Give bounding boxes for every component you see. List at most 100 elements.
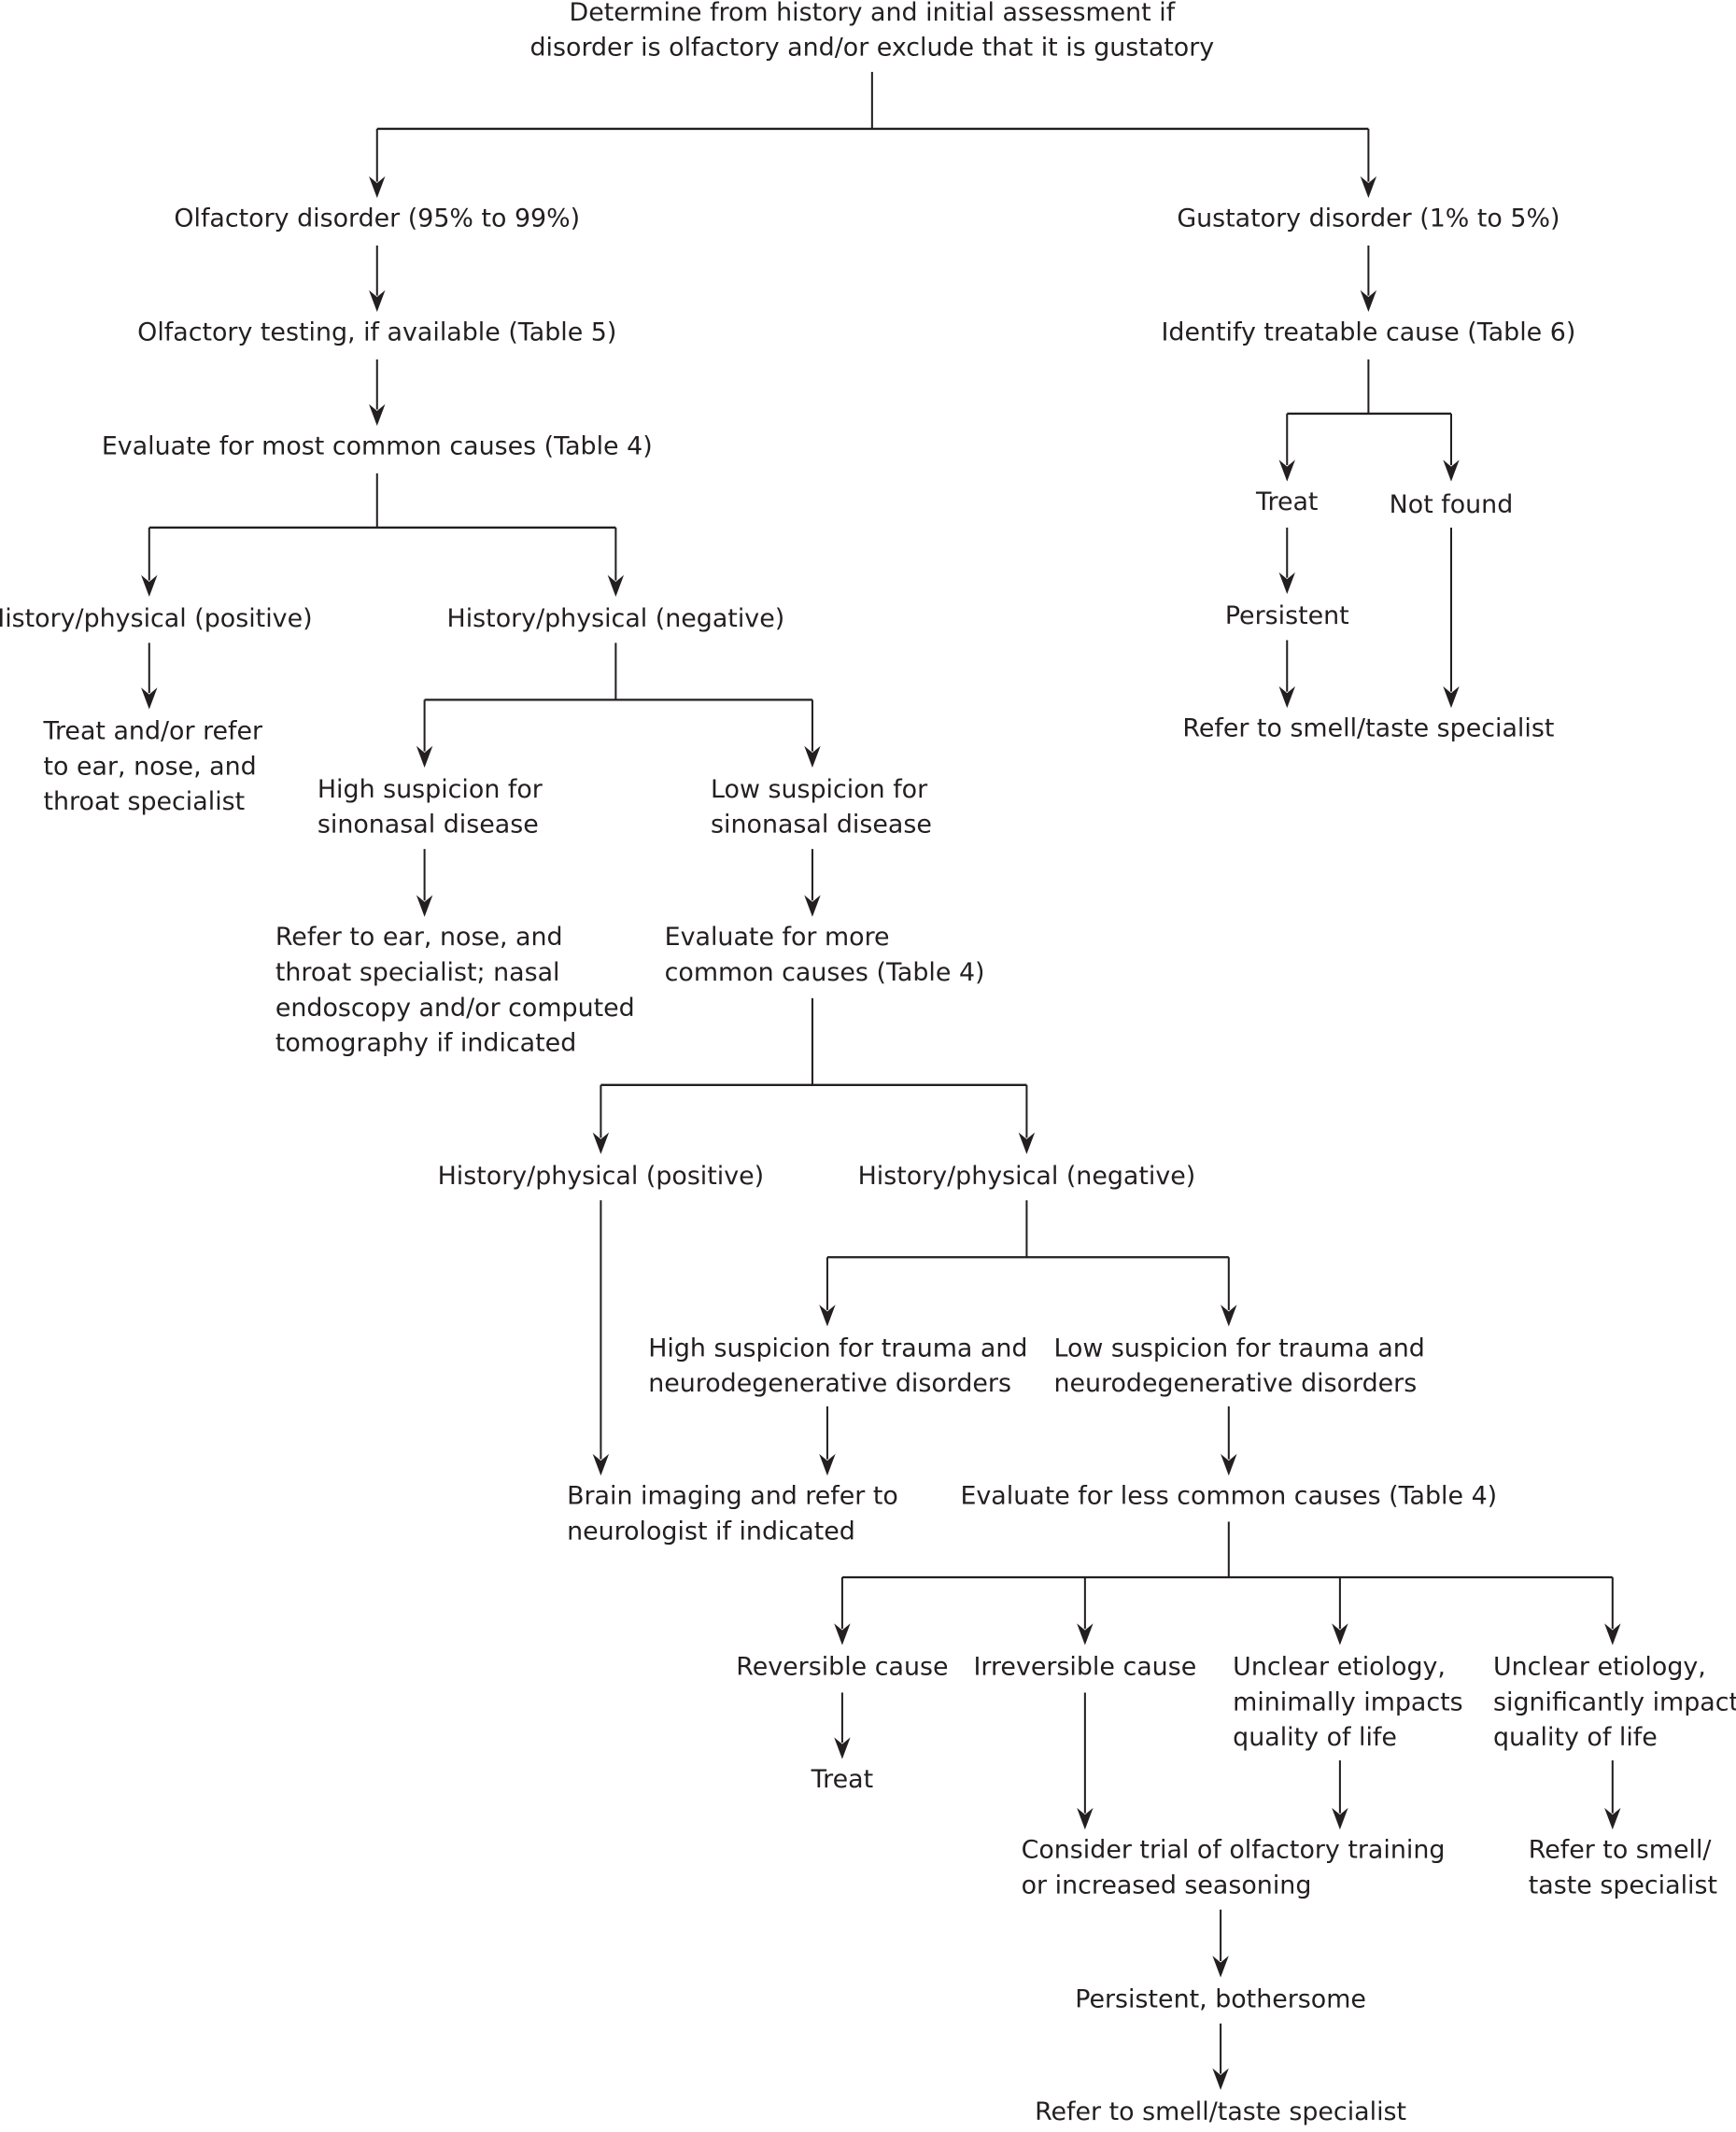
arrowhead-icon [834, 1737, 851, 1759]
arrowhead-icon [819, 1453, 836, 1476]
node-line: Unclear etiology, [1233, 1653, 1446, 1682]
node-line: endoscopy and/or computed [275, 994, 635, 1023]
node-persistent-bother: Persistent, bothersome [1075, 1984, 1366, 2013]
node-irreversible: Irreversible cause [973, 1653, 1196, 1682]
arrowhead-icon [1278, 685, 1295, 709]
node-line: Brain imaging and refer to [567, 1482, 898, 1511]
node-line: tomography if indicated [275, 1029, 576, 1058]
arrowhead-icon [1278, 572, 1295, 595]
node-line: significantly impacts [1493, 1687, 1736, 1716]
node-line: History/physical (positive) [0, 604, 313, 633]
node-line: Olfactory disorder (95% to 99%) [174, 205, 580, 233]
node-line: throat specialist [44, 787, 246, 816]
node-line: High suspicion for [318, 775, 543, 804]
node-line: Not found [1390, 490, 1514, 519]
node-start: Determine from history and initial asses… [530, 0, 1215, 63]
node-treat-refer-ent: Treat and/or refer to ear, nose, and throa… [43, 716, 264, 816]
node-line: Low suspicion for [711, 775, 928, 804]
node-refer-final: Refer to smell/taste specialist [1035, 2097, 1406, 2126]
arrowhead-icon [592, 1132, 610, 1154]
node-treat-rev: Treat [811, 1765, 873, 1794]
node-gustatory: Gustatory disorder (1% to 5%) [1177, 205, 1560, 233]
node-persistent-g: Persistent [1225, 601, 1349, 630]
arrowhead-icon [1604, 1807, 1621, 1830]
node-line: Refer to smell/taste specialist [1035, 2097, 1406, 2126]
node-hp-pos-2: History/physical (positive) [438, 1162, 765, 1191]
arrowhead-icon [1077, 1807, 1094, 1830]
arrowhead-icon [416, 745, 433, 768]
node-line: Treat [811, 1765, 873, 1794]
node-line: History/physical (negative) [447, 604, 785, 633]
arrowhead-icon [141, 687, 158, 710]
node-not-found: Not found [1390, 490, 1514, 519]
node-line: Unclear etiology, [1493, 1653, 1706, 1682]
node-line: Low suspicion for trauma and [1053, 1334, 1424, 1363]
node-treat-g: Treat [1255, 487, 1318, 516]
node-reversible: Reversible cause [736, 1653, 948, 1682]
node-hp-pos-1: History/physical (positive) [0, 604, 313, 633]
arrowhead-icon [1077, 1623, 1094, 1645]
node-line: Evaluate for more [665, 923, 890, 952]
node-line: neurologist if indicated [567, 1517, 855, 1546]
arrowhead-icon [1332, 1807, 1348, 1830]
node-refer-ent-endoscopy: Refer to ear, nose, and throat specialist… [275, 923, 635, 1057]
arrowhead-icon [607, 574, 625, 598]
node-line: Evaluate for less common causes (Table 4… [960, 1482, 1497, 1511]
node-line: minimally impacts [1233, 1687, 1463, 1716]
node-hp-neg-1: History/physical (negative) [447, 604, 785, 633]
arrowhead-icon [1443, 685, 1460, 709]
node-line: sinonasal disease [318, 811, 539, 840]
arrowhead-icon [1212, 2068, 1229, 2090]
arrowhead-icon [1221, 1453, 1237, 1476]
arrowhead-icon [416, 895, 433, 917]
node-identify-cause: Identify treatable cause (Table 6) [1161, 318, 1575, 347]
node-line: quality of life [1233, 1723, 1397, 1752]
arrowhead-icon [819, 1305, 836, 1327]
node-eval-most-common: Evaluate for most common causes (Table 4… [102, 432, 653, 461]
node-refer-smell-sig: Refer to smell/taste specialist [1529, 1836, 1717, 1900]
node-line: Treat and/or refer [43, 716, 264, 745]
node-line: neurodegenerative disorders [1053, 1369, 1417, 1398]
node-line: High suspicion for trauma and [648, 1334, 1027, 1363]
node-eval-less-common: Evaluate for less common causes (Table 4… [960, 1482, 1497, 1511]
node-line: to ear, nose, and [44, 752, 257, 781]
arrowhead-icon [369, 289, 386, 313]
node-line: Treat [1255, 487, 1318, 516]
node-line: Identify treatable cause (Table 6) [1161, 318, 1575, 347]
node-line: History/physical (positive) [438, 1162, 765, 1191]
arrowhead-icon [1278, 459, 1295, 482]
node-line: sinonasal disease [711, 811, 932, 840]
node-line: Refer to smell/ [1529, 1836, 1713, 1865]
node-line: History/physical (negative) [858, 1162, 1196, 1191]
arrowhead-icon [1212, 1956, 1229, 1978]
arrowhead-icon [1332, 1623, 1348, 1645]
node-line: Refer to smell/taste specialist [1182, 714, 1554, 743]
node-line: Irreversible cause [973, 1653, 1196, 1682]
arrowhead-icon [1360, 289, 1377, 313]
node-line: Persistent [1225, 601, 1349, 630]
node-line: Reversible cause [736, 1653, 948, 1682]
arrowhead-icon [369, 403, 386, 427]
node-line: throat specialist; nasal [275, 958, 560, 987]
arrowhead-icon [1360, 176, 1377, 199]
arrowhead-icon [141, 574, 158, 598]
node-olf-testing: Olfactory testing, if available (Table 5… [137, 318, 616, 347]
node-unclear-sig: Unclear etiology, significantly impacts qu… [1493, 1653, 1736, 1753]
node-line: disorder is olfactory and/or exclude tha… [530, 34, 1215, 63]
arrowhead-icon [592, 1453, 610, 1476]
arrowhead-icon [1018, 1132, 1036, 1154]
arrowhead-icon [369, 176, 386, 199]
node-line: quality of life [1493, 1723, 1658, 1752]
arrowhead-icon [1221, 1305, 1237, 1327]
node-line: Refer to ear, nose, and [275, 923, 563, 952]
node-line: Evaluate for most common causes (Table 4… [102, 432, 653, 461]
arrowhead-icon [804, 745, 821, 768]
arrowhead-icon [1443, 459, 1460, 482]
node-line: Gustatory disorder (1% to 5%) [1177, 205, 1560, 233]
node-line: Consider trial of olfactory training [1022, 1836, 1446, 1865]
